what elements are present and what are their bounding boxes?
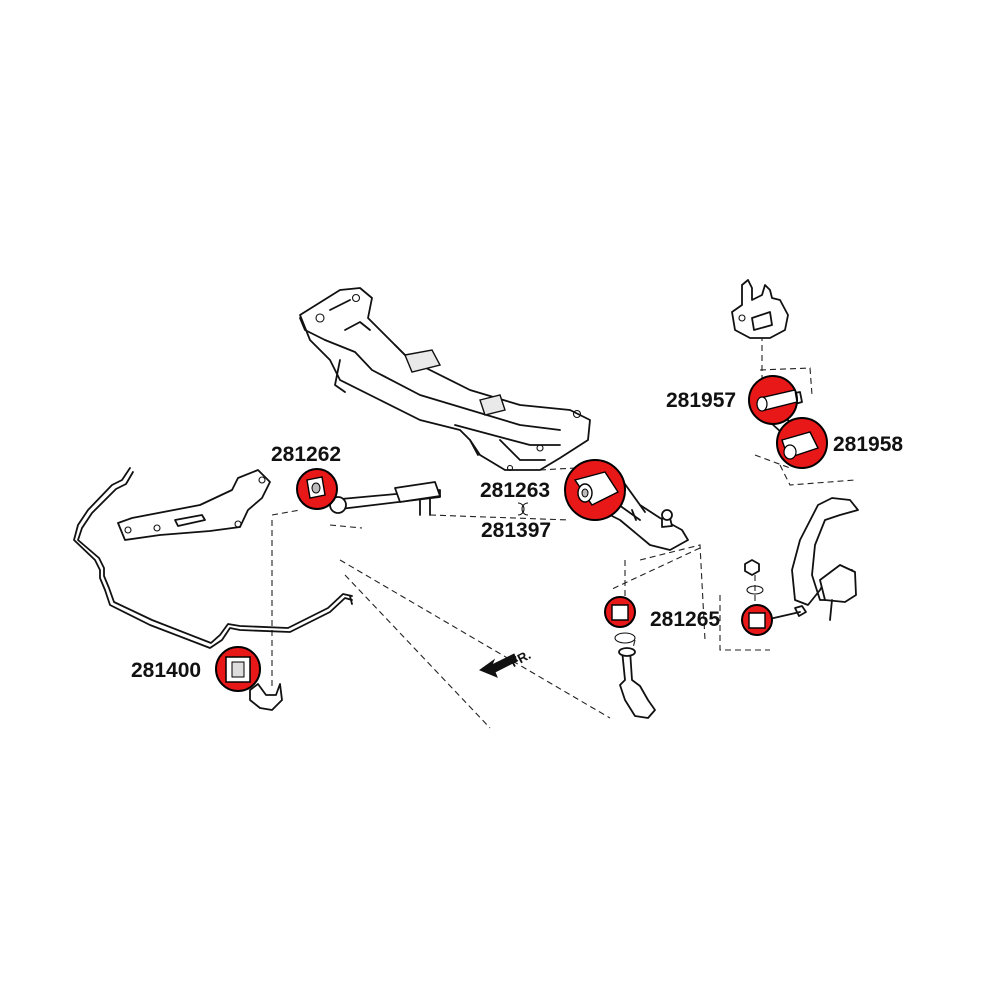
part-label-281397: 281397: [481, 519, 552, 542]
lower-ball-joint: [614, 632, 656, 719]
front-direction-arrow: [478, 653, 518, 678]
engine-mount: [731, 279, 789, 339]
assembly-leader-lines: [271, 335, 856, 729]
part-label-281958: 281958: [833, 433, 904, 456]
part-label-281265: 281265: [650, 608, 721, 631]
part-label-281957: 281957: [666, 389, 737, 412]
left-bracket: [117, 469, 271, 541]
bushing-281400-marker[interactable]: [215, 646, 261, 692]
part-label-281400: 281400: [131, 659, 202, 682]
bushing-281263-marker[interactable]: [564, 459, 626, 521]
bushing-281958-marker[interactable]: [776, 417, 828, 469]
stabilizer-bar: [73, 467, 353, 711]
bushing-281265-left-marker[interactable]: [604, 596, 636, 628]
part-label-281263: 281263: [480, 479, 551, 502]
bushing-281957-marker[interactable]: [748, 375, 798, 425]
rotation-symbol-icon: [517, 502, 529, 516]
bushing-281265-right-marker[interactable]: [741, 604, 773, 636]
part-label-281262: 281262: [271, 443, 342, 466]
front-crossmember: [299, 287, 591, 472]
tension-rod: [329, 481, 441, 516]
knuckle-bracket: [791, 497, 859, 621]
bushing-281262-marker[interactable]: [296, 468, 338, 510]
